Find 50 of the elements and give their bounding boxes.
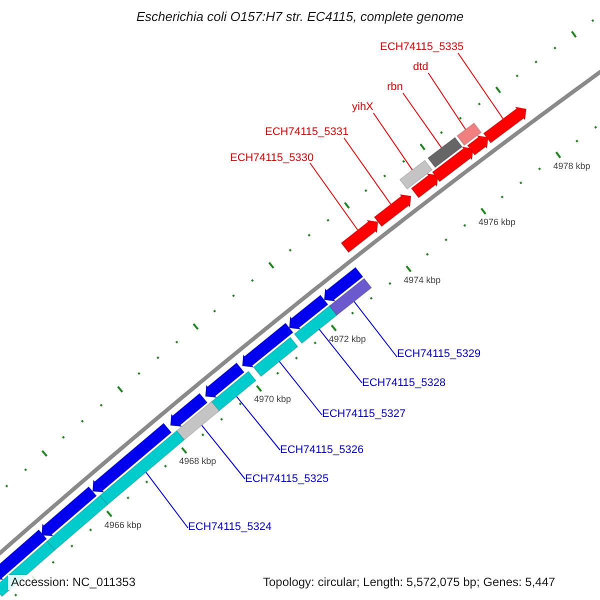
gene-label: yihX bbox=[352, 101, 374, 114]
scale-label: 4970 kbp bbox=[254, 393, 292, 406]
leader-line bbox=[344, 138, 392, 205]
gene-feature bbox=[466, 135, 489, 156]
gene-label: ECH74115_5331 bbox=[265, 126, 349, 139]
gene-label: ECH74115_5324 bbox=[188, 521, 272, 534]
gene-label: ECH74115_5326 bbox=[280, 444, 364, 457]
scale-label: 4966 kbp bbox=[104, 518, 142, 532]
gene-feature bbox=[374, 194, 412, 228]
leader-line bbox=[201, 424, 246, 480]
gene-feature bbox=[41, 486, 98, 537]
gene-label: ECH74115_5330 bbox=[230, 152, 314, 165]
leader-line bbox=[458, 52, 504, 120]
gene-feature bbox=[328, 278, 372, 316]
gene-feature bbox=[288, 294, 329, 330]
gene-feature bbox=[432, 146, 474, 182]
leader-line bbox=[310, 162, 358, 231]
leader-line bbox=[428, 72, 466, 130]
gene-feature bbox=[92, 422, 172, 493]
gene-label: ECH74115_5335 bbox=[380, 41, 464, 54]
leader-line bbox=[278, 361, 322, 416]
title: Escherichia coli O157:H7 str. EC4115, complete genome bbox=[135, 10, 465, 23]
scale-label: 4972 kbp bbox=[328, 332, 366, 346]
gene-feature bbox=[482, 106, 527, 144]
gene-feature bbox=[410, 173, 438, 198]
gene-label: dtd bbox=[413, 61, 428, 74]
gene-feature bbox=[456, 122, 482, 146]
gene-feature bbox=[205, 362, 245, 398]
gene-label: ECH74115_5328 bbox=[362, 377, 446, 390]
scale-label: 4978 kbp bbox=[553, 160, 590, 173]
scale-label: 4976 kbp bbox=[478, 216, 516, 230]
gene-feature bbox=[176, 401, 220, 440]
gene-feature bbox=[170, 392, 208, 428]
gene-feature bbox=[252, 336, 298, 378]
gene-feature bbox=[340, 220, 378, 253]
gene-feature bbox=[324, 266, 364, 302]
scale-label: 4968 kbp bbox=[179, 455, 216, 468]
leader-line bbox=[236, 396, 280, 450]
leader-line bbox=[318, 328, 362, 384]
gene-label: ECH74115_5329 bbox=[397, 348, 481, 361]
leader-line bbox=[354, 301, 398, 358]
gene-label: rbn bbox=[387, 81, 403, 94]
gene-label: ECH74115_5325 bbox=[245, 473, 329, 486]
gene-feature bbox=[427, 136, 463, 168]
scale-label: 4974 kbp bbox=[404, 274, 441, 287]
leader-line bbox=[145, 472, 188, 528]
gene-feature bbox=[242, 322, 294, 368]
gene-feature bbox=[399, 160, 433, 190]
leader-line bbox=[402, 92, 442, 148]
gene-label: ECH74115_5327 bbox=[322, 408, 406, 421]
